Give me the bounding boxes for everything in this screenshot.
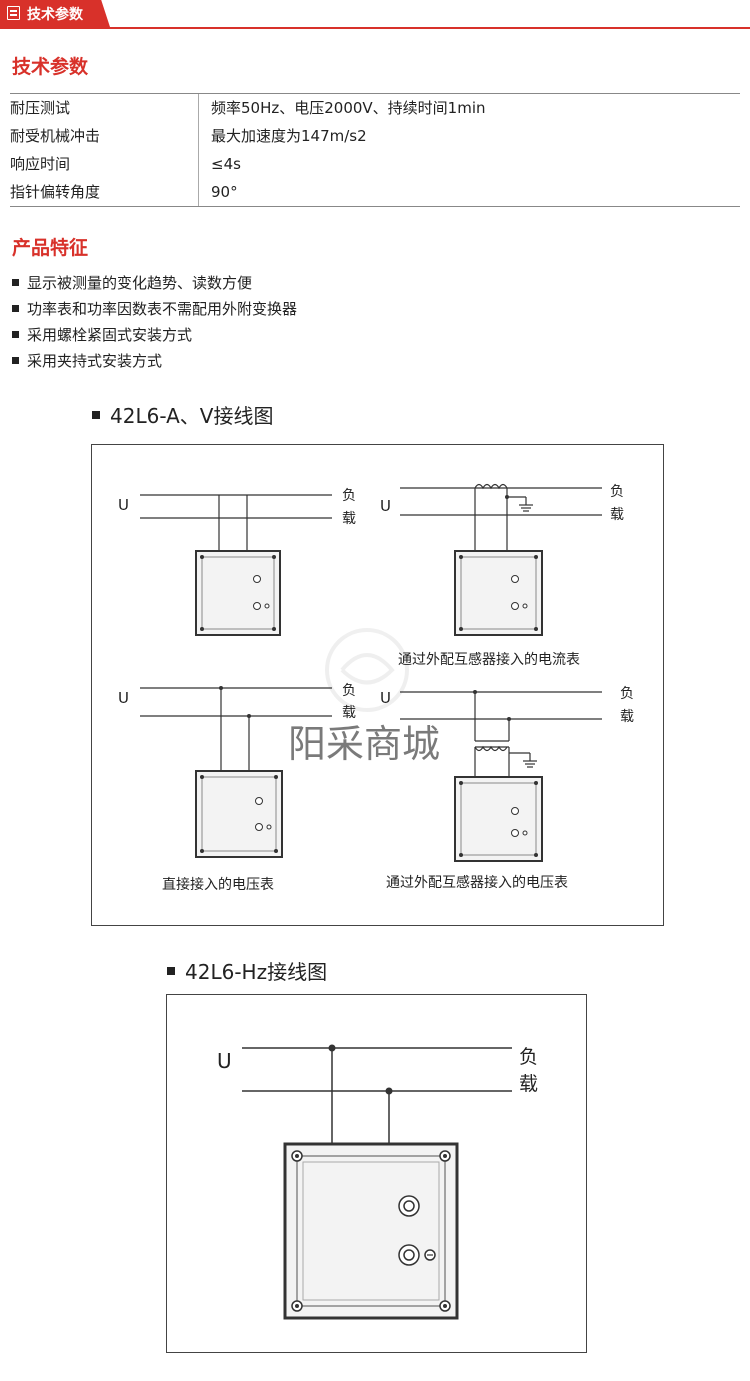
param-value: ≤4s bbox=[211, 155, 241, 173]
features-section-title: 产品特征 bbox=[12, 237, 89, 259]
diagram2-box: U 负 载 bbox=[166, 994, 587, 1353]
table-row: 耐压测试 频率50Hz、电压2000V、持续时间1min bbox=[10, 94, 740, 122]
load-label-bottom: 载 bbox=[519, 1073, 538, 1095]
param-key: 耐受机械冲击 bbox=[10, 122, 199, 150]
source-label: U bbox=[118, 496, 129, 514]
wiring-diagram-av: 阳采商城 U 负 载 bbox=[118, 483, 634, 893]
source-label: U bbox=[118, 689, 129, 707]
param-value: 90° bbox=[211, 183, 238, 201]
param-key: 耐压测试 bbox=[10, 94, 199, 122]
feature-text: 功率表和功率因数表不需配用外附变换器 bbox=[27, 300, 298, 318]
bullet-icon bbox=[12, 357, 19, 364]
param-value: 最大加速度为147m/s2 bbox=[211, 127, 367, 145]
diagram1-title: 42L6-A、V接线图 bbox=[92, 400, 273, 429]
bullet-icon bbox=[12, 279, 19, 286]
bullet-icon bbox=[12, 305, 19, 312]
document-icon bbox=[7, 6, 20, 20]
load-label-bottom: 载 bbox=[620, 709, 634, 725]
caption-pt-voltmeter: 通过外配互感器接入的电压表 bbox=[386, 874, 568, 891]
meter-icon bbox=[454, 550, 543, 636]
tech-params-table: 耐压测试 频率50Hz、电压2000V、持续时间1min 耐受机械冲击 最大加速… bbox=[10, 93, 740, 207]
watermark-text: 阳采商城 bbox=[288, 722, 440, 766]
feature-text: 显示被测量的变化趋势、读数方便 bbox=[27, 274, 253, 292]
caption-direct-voltmeter: 直接接入的电压表 bbox=[162, 876, 274, 893]
load-label-top: 负 bbox=[342, 488, 356, 504]
list-item: 显示被测量的变化趋势、读数方便 bbox=[12, 272, 252, 293]
source-label: U bbox=[380, 689, 391, 707]
load-label-top: 负 bbox=[610, 484, 624, 500]
bullet-icon bbox=[12, 331, 19, 338]
list-item: 功率表和功率因数表不需配用外附变换器 bbox=[12, 298, 297, 319]
param-value: 频率50Hz、电压2000V、持续时间1min bbox=[211, 99, 486, 117]
table-row: 耐受机械冲击 最大加速度为147m/s2 bbox=[10, 122, 740, 150]
source-label: U bbox=[380, 497, 391, 515]
load-label-bottom: 载 bbox=[610, 507, 624, 523]
watermark-logo-icon bbox=[325, 628, 409, 712]
meter-icon bbox=[195, 550, 281, 636]
table-row: 响应时间 ≤4s bbox=[10, 150, 740, 178]
param-key: 指针偏转角度 bbox=[10, 178, 199, 206]
diagram2-title: 42L6-Hz接线图 bbox=[167, 956, 327, 985]
load-label-top: 负 bbox=[342, 683, 356, 699]
caption-ct-ammeter: 通过外配互感器接入的电流表 bbox=[398, 651, 580, 668]
diagram1-box: 阳采商城 U 负 载 bbox=[91, 444, 664, 926]
bullet-icon bbox=[167, 966, 175, 975]
top-tab-bar: 技术参数 bbox=[0, 0, 750, 30]
load-label-top: 负 bbox=[620, 686, 634, 702]
tech-params-tab[interactable]: 技术参数 bbox=[0, 0, 110, 27]
meter-icon bbox=[283, 1142, 459, 1320]
bullet-icon bbox=[92, 410, 100, 419]
tech-section-title: 技术参数 bbox=[12, 56, 89, 78]
diagram1-title-text: 42L6-A、V接线图 bbox=[110, 404, 274, 428]
list-item: 采用螺栓紧固式安装方式 bbox=[12, 324, 192, 345]
feature-text: 采用螺栓紧固式安装方式 bbox=[27, 326, 193, 344]
list-item: 采用夹持式安装方式 bbox=[12, 350, 162, 371]
source-label: U bbox=[217, 1049, 232, 1073]
tab-label: 技术参数 bbox=[27, 7, 83, 23]
top-divider bbox=[0, 27, 750, 29]
meter-icon bbox=[454, 776, 543, 862]
meter-icon bbox=[195, 770, 283, 858]
load-label-top: 负 bbox=[519, 1046, 538, 1068]
load-label-bottom: 载 bbox=[342, 511, 356, 527]
feature-text: 采用夹持式安装方式 bbox=[27, 352, 163, 370]
param-key: 响应时间 bbox=[10, 150, 199, 178]
wiring-diagram-hz: U 负 载 bbox=[217, 1044, 538, 1320]
diagram2-title-text: 42L6-Hz接线图 bbox=[185, 960, 328, 984]
load-label-bottom: 载 bbox=[342, 705, 356, 721]
table-row: 指针偏转角度 90° bbox=[10, 178, 740, 206]
